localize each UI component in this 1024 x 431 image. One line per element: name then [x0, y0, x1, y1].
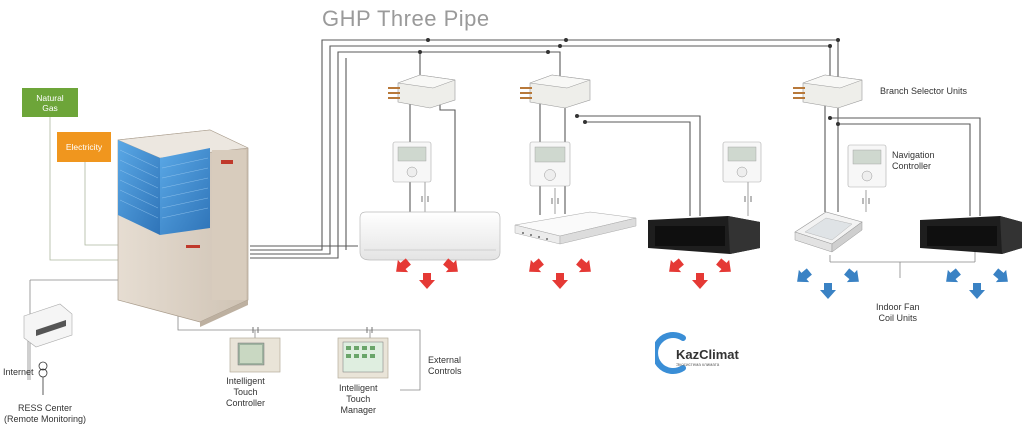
- ress-center-label: RESS Center (Remote Monitoring): [4, 403, 87, 424]
- outdoor-unit: [117, 129, 249, 327]
- navigation-controller-label: Navigation Controller: [892, 150, 935, 171]
- cooling-airflow-arrows-2: [946, 268, 1008, 299]
- airflow-arrow-icon: [716, 258, 731, 273]
- transformer-symbol: [38, 361, 48, 395]
- airflow-arrow-icon: [529, 258, 544, 273]
- navigation-controller-4: [847, 144, 887, 188]
- branch-selector-unit-3: [793, 74, 863, 109]
- airflow-arrow-icon: [396, 258, 411, 273]
- natural-gas-label: Natural Gas: [22, 88, 78, 117]
- touch-controller-label: Intelligent Touch Controller: [226, 376, 266, 408]
- navigation-controller-3: [722, 141, 762, 183]
- intelligent-touch-manager: [337, 337, 389, 379]
- airflow-arrow-icon: [419, 273, 435, 289]
- branch-selector-unit-1: [388, 74, 456, 109]
- ceiling-suspended-indoor-unit: [514, 211, 637, 245]
- airflow-arrow-icon: [844, 268, 859, 283]
- airflow-arrow-icon: [692, 273, 708, 289]
- ducted-indoor-unit-2: [920, 216, 1022, 254]
- utility-lines: [49, 117, 118, 261]
- wire-breaks: [252, 196, 870, 333]
- airflow-arrow-icon: [969, 283, 985, 299]
- heating-airflow-arrows-1: [396, 258, 458, 289]
- airflow-arrows: [396, 258, 1008, 299]
- page-title: GHP Three Pipe: [322, 6, 490, 31]
- intelligent-touch-controller: [229, 337, 281, 373]
- logo-name: KazClimat: [676, 347, 739, 362]
- airflow-arrow-icon: [993, 268, 1008, 283]
- airflow-arrow-icon: [669, 258, 684, 273]
- logo-tagline: Экосистема климата: [676, 362, 720, 367]
- airflow-arrow-icon: [552, 273, 568, 289]
- pipe-junctions: [418, 38, 840, 126]
- wall-mounted-indoor-unit: [359, 211, 501, 261]
- ducted-indoor-unit-1: [648, 216, 760, 254]
- internet-label: Internet: [3, 367, 34, 377]
- kazclimat-logo-icon: [655, 332, 686, 374]
- heating-airflow-arrows-3: [669, 258, 731, 289]
- external-controls-label: External Controls: [428, 355, 462, 376]
- airflow-arrow-icon: [576, 258, 591, 273]
- branch-selector-label: Branch Selector Units: [880, 86, 968, 96]
- airflow-arrow-icon: [820, 283, 836, 299]
- airflow-arrow-icon: [797, 268, 812, 283]
- refrigerant-pipes: [250, 39, 981, 259]
- airflow-arrow-icon: [443, 258, 458, 273]
- indoor-units-label: Indoor Fan Coil Units: [876, 302, 920, 323]
- cassette-indoor-unit: [794, 211, 863, 253]
- branch-selector-unit-2: [520, 74, 591, 109]
- airflow-arrow-icon: [946, 268, 961, 283]
- electricity-label: Electricity: [57, 132, 111, 162]
- navigation-controller-1: [392, 141, 432, 183]
- remote-monitoring-device: [23, 303, 73, 348]
- cooling-airflow-arrows-1: [797, 268, 859, 299]
- navigation-controller-2: [529, 141, 571, 187]
- heating-airflow-arrows-2: [529, 258, 591, 289]
- touch-manager-label: Intelligent Touch Manager: [339, 383, 378, 415]
